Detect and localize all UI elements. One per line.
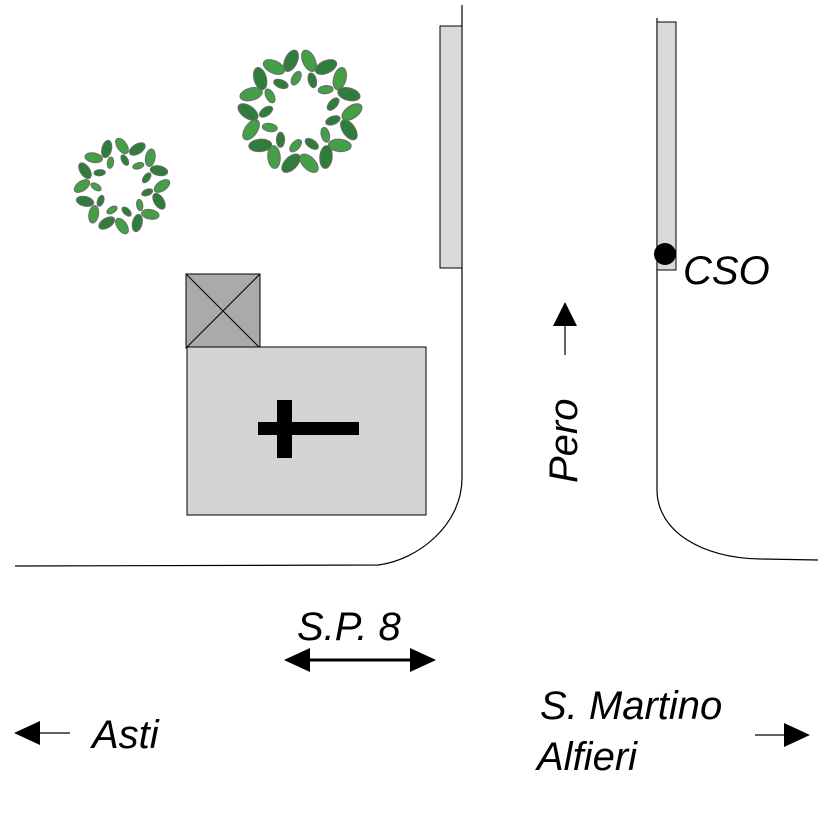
tree-leaf [239,87,263,102]
tree-leaf [90,182,102,192]
cso-marker [654,243,676,265]
tree-leaf [275,131,286,148]
sidewalk-right [656,21,677,271]
tree-leaf [242,119,260,141]
bell-tower [185,273,261,349]
road-double-arrow [284,648,436,672]
tree-leaf [283,49,299,72]
tree-large [237,49,363,173]
tree-leaf [301,49,317,72]
tree-leaf [106,156,115,169]
tree-leaf [152,192,166,210]
tree-leaf [262,59,286,75]
tree-leaf [131,213,143,233]
tree-leaf [341,103,363,121]
tree-leaf [115,137,129,155]
pero-arrow [553,302,577,355]
tree-leaf [248,138,273,153]
tree-leaf [314,59,338,75]
tree-leaf [144,148,156,167]
s-martino-label-line2: Alfieri [535,735,638,779]
tree-leaf [327,138,352,153]
tree-leaf [340,119,358,141]
tree-leaf [141,172,152,184]
tree-leaf [267,145,281,169]
tree-leaf [132,161,145,170]
tree-leaf [128,142,146,156]
tree-leaf [149,165,169,177]
tree-leaf [289,138,302,153]
s-martino-label-line1: S. Martino [540,684,722,728]
s-martino-arrow [755,723,810,747]
tree-leaf [320,126,331,143]
tree-leaf [261,122,278,133]
tree-leaf [290,70,302,86]
tree-leaf [326,97,340,111]
tree-leaf [115,217,129,235]
tree-leaf [317,85,334,95]
sidewalk-left [439,25,463,269]
tree-leaf [96,194,105,207]
cross-icon [258,400,359,458]
tree-leaf [75,195,95,207]
tree-leaf [264,88,276,104]
tree-leaf [73,179,91,193]
tree-leaf [121,206,132,217]
tree-leaf [253,66,268,91]
tree-leaf [93,169,106,177]
tree-leaf [258,105,274,118]
asti-arrow [14,721,70,745]
road-edge-right [656,18,819,561]
road-edge-left [14,5,463,567]
tree-leaf [84,152,103,164]
tree-small [73,137,171,235]
tree-leaf [337,87,361,102]
road-label: S.P. 8 [297,605,402,649]
pero-label: Pero [542,399,586,484]
tree-leaf [304,137,319,150]
tree-leaf [136,198,144,212]
tree-leaf [101,139,113,159]
tree-leaf [273,78,289,90]
tree-leaf [98,216,116,230]
tree-leaf [325,115,341,126]
tree-leaf [88,205,100,224]
tree-leaf [153,179,171,193]
tree-leaf [299,153,319,173]
tree-leaf [78,162,92,180]
tree-leaf [307,72,318,89]
tree-icon [237,49,363,173]
road-edges [14,5,819,567]
tree-leaf [120,154,130,166]
tree-leaf [106,205,118,215]
tree-leaf [141,208,160,220]
cso-label: CSO [683,249,770,293]
asti-label: Asti [90,713,160,757]
tree-leaf [141,188,154,197]
tree-leaf [332,66,347,91]
tree-leaf [319,145,333,169]
tree-icon [73,137,171,235]
tree-leaf [237,103,259,121]
tree-leaf [281,153,301,173]
